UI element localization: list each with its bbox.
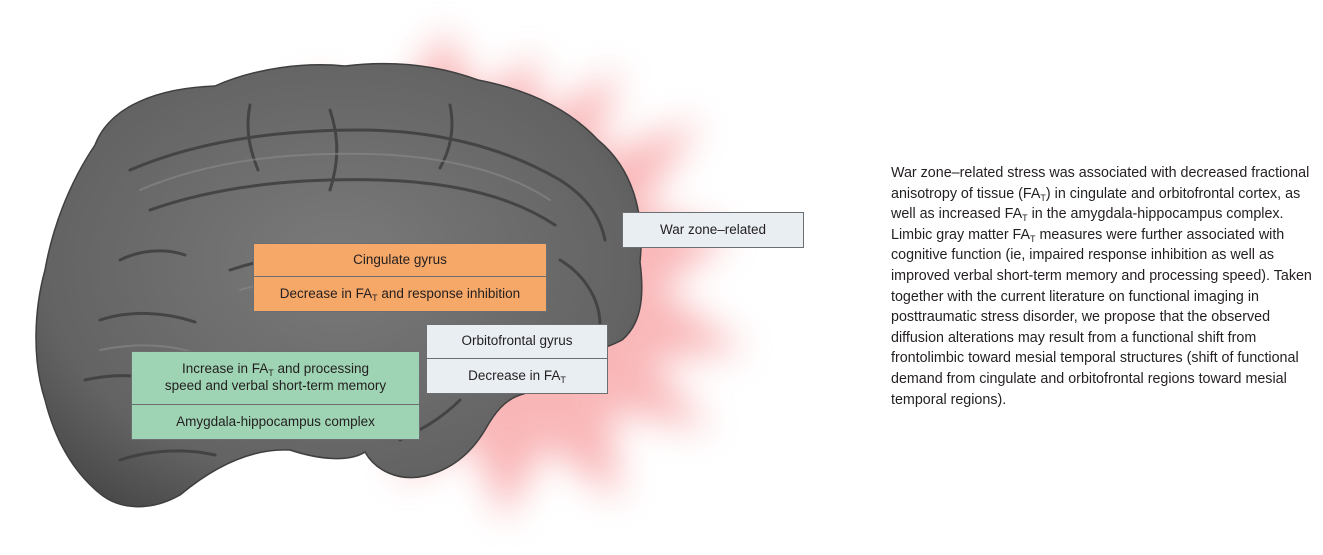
amygdala-finding-line1: Increase in FAT and processing	[182, 361, 369, 378]
cingulate-finding-text-end: and response inhibition	[377, 285, 521, 301]
subscript-t: T	[372, 292, 378, 303]
subscript-t: T	[1040, 192, 1046, 203]
war-zone-label: War zone–related	[659, 221, 767, 237]
orbitofrontal-finding-text: Decrease in FA	[468, 367, 561, 383]
cingulate-finding-text: Decrease in FA	[279, 285, 373, 301]
subscript-t: T	[1022, 213, 1028, 224]
war-zone-box: War zone–related	[622, 212, 804, 248]
subscript-t: T	[560, 374, 566, 385]
caption-text: War zone–related stress was associated w…	[891, 163, 1316, 410]
orbitofrontal-title: Orbitofrontal gyrus	[461, 333, 573, 349]
cingulate-finding-box: Decrease in FAT and response inhibition	[253, 276, 547, 312]
cingulate-finding: Decrease in FAT and response inhibition	[280, 286, 520, 303]
amygdala-title: Amygdala-hippocampus complex	[176, 413, 375, 429]
cingulate-title: Cingulate gyrus	[353, 251, 447, 267]
subscript-t: T	[1030, 233, 1036, 244]
orbitofrontal-title-box: Orbitofrontal gyrus	[426, 324, 608, 359]
caption-part-3: in the amygdala-hippocampus complex. Lim…	[891, 206, 1284, 243]
caption-part-1: War zone–related stress was associated w…	[891, 165, 1310, 202]
subscript-t: T	[268, 368, 274, 379]
cingulate-title-box: Cingulate gyrus	[253, 243, 547, 277]
amygdala-finding-text: Increase in FA	[181, 361, 269, 377]
amygdala-finding-line2: speed and verbal short-term memory	[164, 378, 387, 393]
amygdala-finding-text-end: and processing	[273, 361, 370, 377]
orbitofrontal-finding: Decrease in FAT	[468, 368, 566, 385]
amygdala-title-box: Amygdala-hippocampus complex	[131, 404, 420, 440]
orbitofrontal-finding-box: Decrease in FAT	[426, 358, 608, 394]
caption-part-4: measures were further associated with co…	[891, 226, 1312, 408]
caption-part-2: ) in cingulate and orbitofrontal cortex,…	[891, 185, 1301, 223]
amygdala-finding-box: Increase in FAT and processing speed and…	[131, 351, 420, 405]
